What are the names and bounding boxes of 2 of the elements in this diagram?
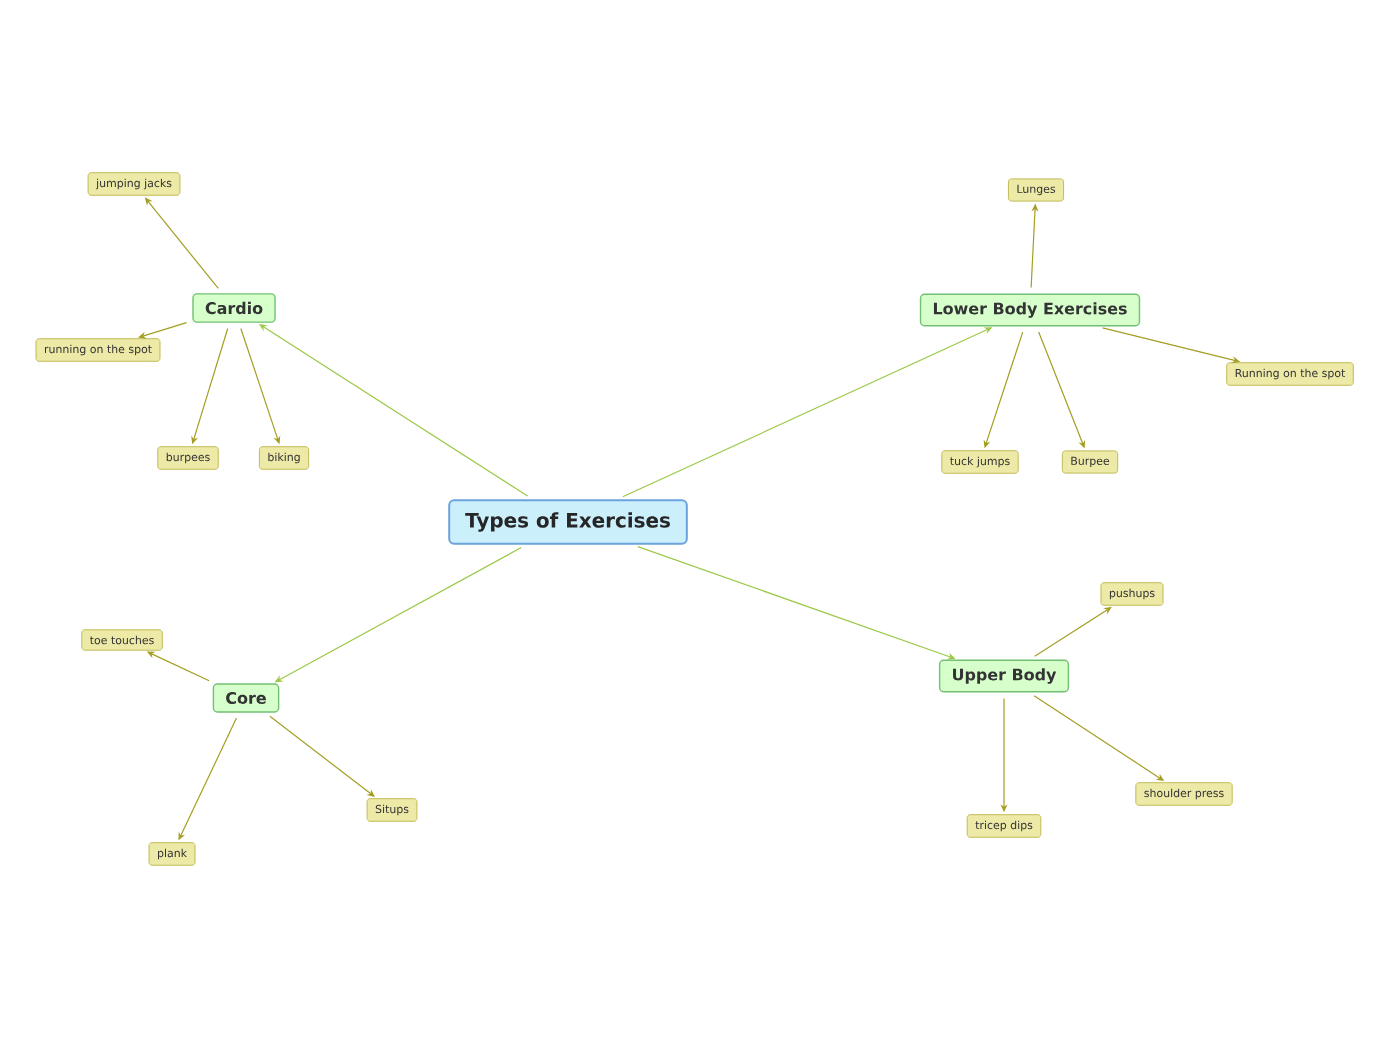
- arrow: [138, 322, 188, 339]
- central-topic-box: Types of Exercises: [448, 499, 688, 545]
